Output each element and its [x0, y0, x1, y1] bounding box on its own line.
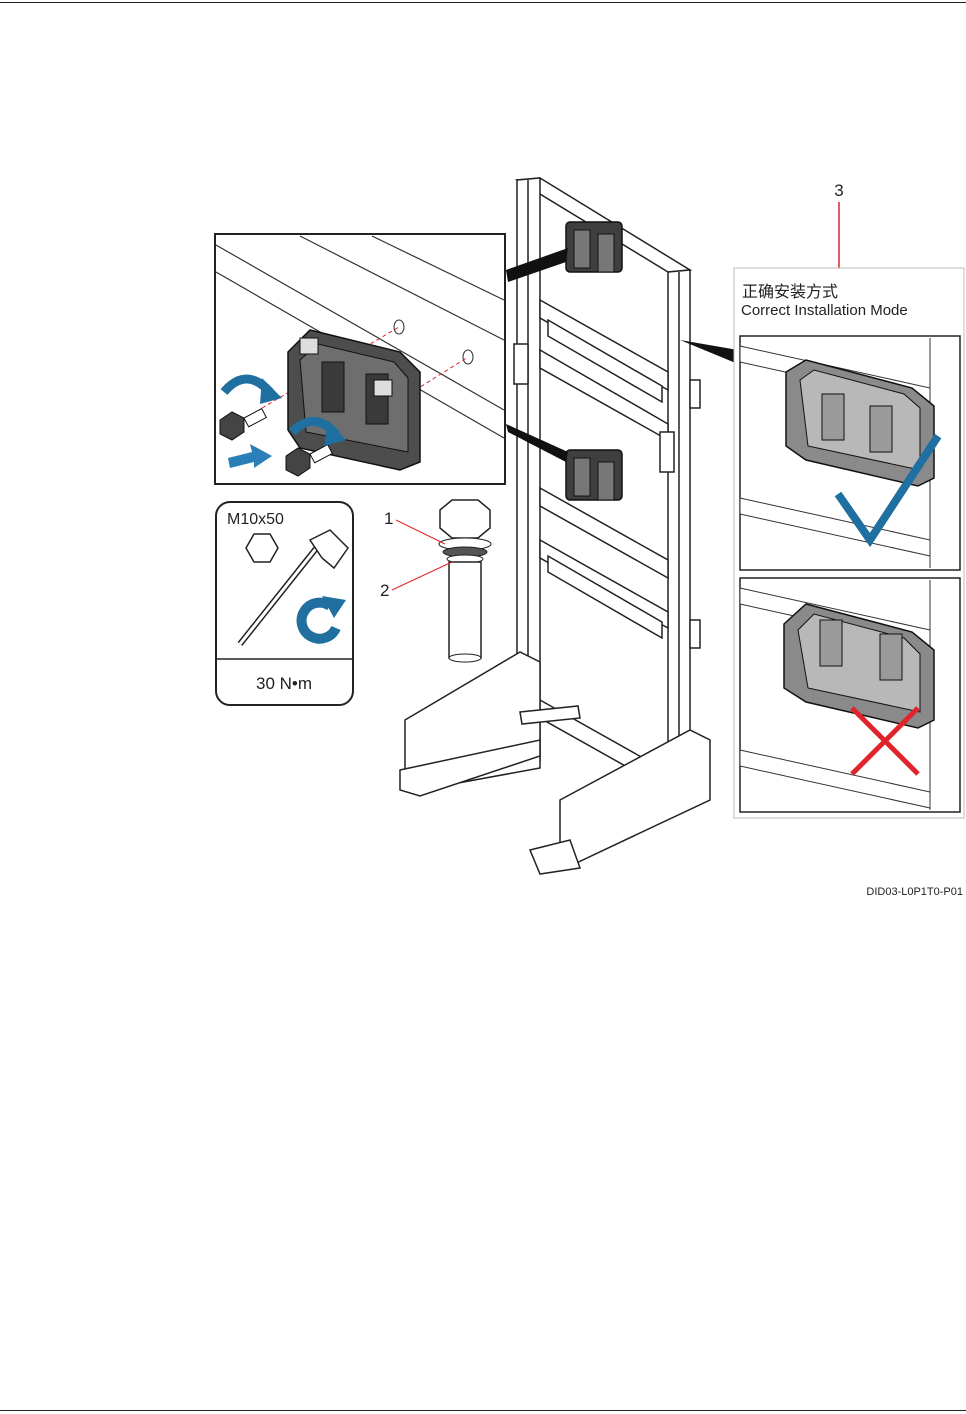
install-title-cn: 正确安装方式	[742, 283, 838, 301]
rack-bracket-upper	[566, 222, 622, 272]
detail-inset	[215, 234, 505, 484]
correct-install-image	[740, 336, 960, 570]
bolt-size-label: M10x50	[227, 511, 284, 528]
torque-label: 30 N•m	[256, 674, 312, 693]
hex-nut-icon	[246, 534, 278, 562]
installation-mode-panel: 正确安装方式 Correct Installation Mode	[734, 268, 964, 818]
rack-bracket-lower	[566, 450, 622, 500]
callout-2: 2	[380, 581, 389, 600]
tool-spec-panel: M10x50 30 N•m	[216, 502, 353, 705]
install-title-en: Correct Installation Mode	[741, 302, 908, 319]
figure-id: DID03-L0P1T0-P01	[866, 886, 963, 898]
callout-1: 1	[384, 509, 393, 528]
callout-3: 3	[834, 181, 843, 200]
wrong-install-image	[740, 578, 960, 812]
anchor-bolt	[439, 500, 491, 662]
